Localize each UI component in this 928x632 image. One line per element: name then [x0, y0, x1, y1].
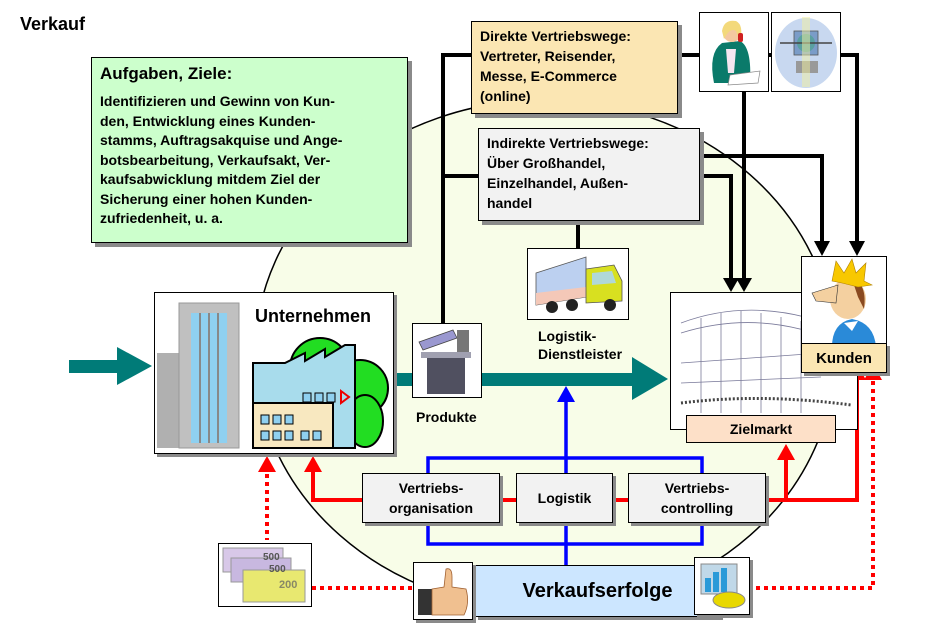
- channel-arrowheads: [723, 241, 865, 292]
- band-saw-machine-icon: [412, 323, 482, 398]
- aufgaben-text: Identifizieren und Gewinn von Kun- den, …: [100, 93, 343, 226]
- woman-on-phone-icon: [699, 12, 769, 92]
- svg-text:500: 500: [269, 564, 286, 575]
- vertriebscontrolling-box: Vertriebs- controlling: [628, 473, 766, 523]
- arrowhead: [723, 278, 739, 292]
- unternehmen-box: Unternehmen: [154, 292, 394, 454]
- indirekte-vertriebswege-box: Indirekte Vertriebswege: Über Großhandel…: [478, 128, 700, 221]
- svg-text:500: 500: [263, 552, 280, 563]
- euro-banknotes-icon: 500 500 200: [218, 543, 312, 607]
- thumbs-up-icon: [413, 562, 473, 620]
- svg-text:200: 200: [279, 579, 297, 591]
- aufgaben-heading: Aufgaben, Ziele:: [100, 64, 233, 83]
- teal-flow-arrows: [69, 347, 668, 400]
- arrowhead: [814, 241, 830, 256]
- direkte-vertriebswege-box: Direkte Vertriebswege: Vertreter, Reisen…: [471, 21, 678, 114]
- logistik-dienstleister-label: Logistik- Dienstleister: [538, 328, 623, 362]
- vertriebsorganisation-box: Vertriebs- organisation: [362, 473, 500, 523]
- blue-arrowhead: [557, 386, 575, 402]
- company-buildings-icon: [157, 302, 389, 449]
- arrowhead: [849, 241, 865, 256]
- aufgaben-box: Aufgaben, Ziele: Identifizieren und Gewi…: [91, 57, 408, 243]
- king-customer-icon: [801, 256, 887, 348]
- chart-icon: [694, 557, 750, 615]
- produkte-label: Produkte: [416, 409, 477, 425]
- red-dotted-lines: [265, 378, 875, 590]
- kunden-label: Kunden: [801, 343, 887, 373]
- truck-icon: [527, 248, 629, 320]
- arrowhead: [736, 278, 752, 292]
- logistik-box: Logistik: [516, 473, 613, 523]
- verkaufserfolge-box: Verkaufserfolge: [475, 565, 720, 617]
- zielmarkt-label: Zielmarkt: [686, 415, 836, 443]
- computer-network-icon: [771, 12, 841, 92]
- page-title: Verkauf: [20, 14, 86, 34]
- unternehmen-label: Unternehmen: [255, 306, 372, 326]
